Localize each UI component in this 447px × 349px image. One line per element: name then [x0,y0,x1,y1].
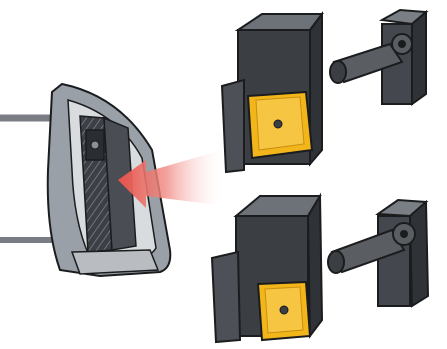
side-connector-with-pin-icon [330,10,426,104]
square-insert-with-screw-icon [248,92,312,158]
upper-assembly [222,10,426,172]
lower-assembly [212,196,428,342]
side-connector-with-pin-icon [328,200,428,306]
square-insert-with-screw-icon [258,282,310,340]
